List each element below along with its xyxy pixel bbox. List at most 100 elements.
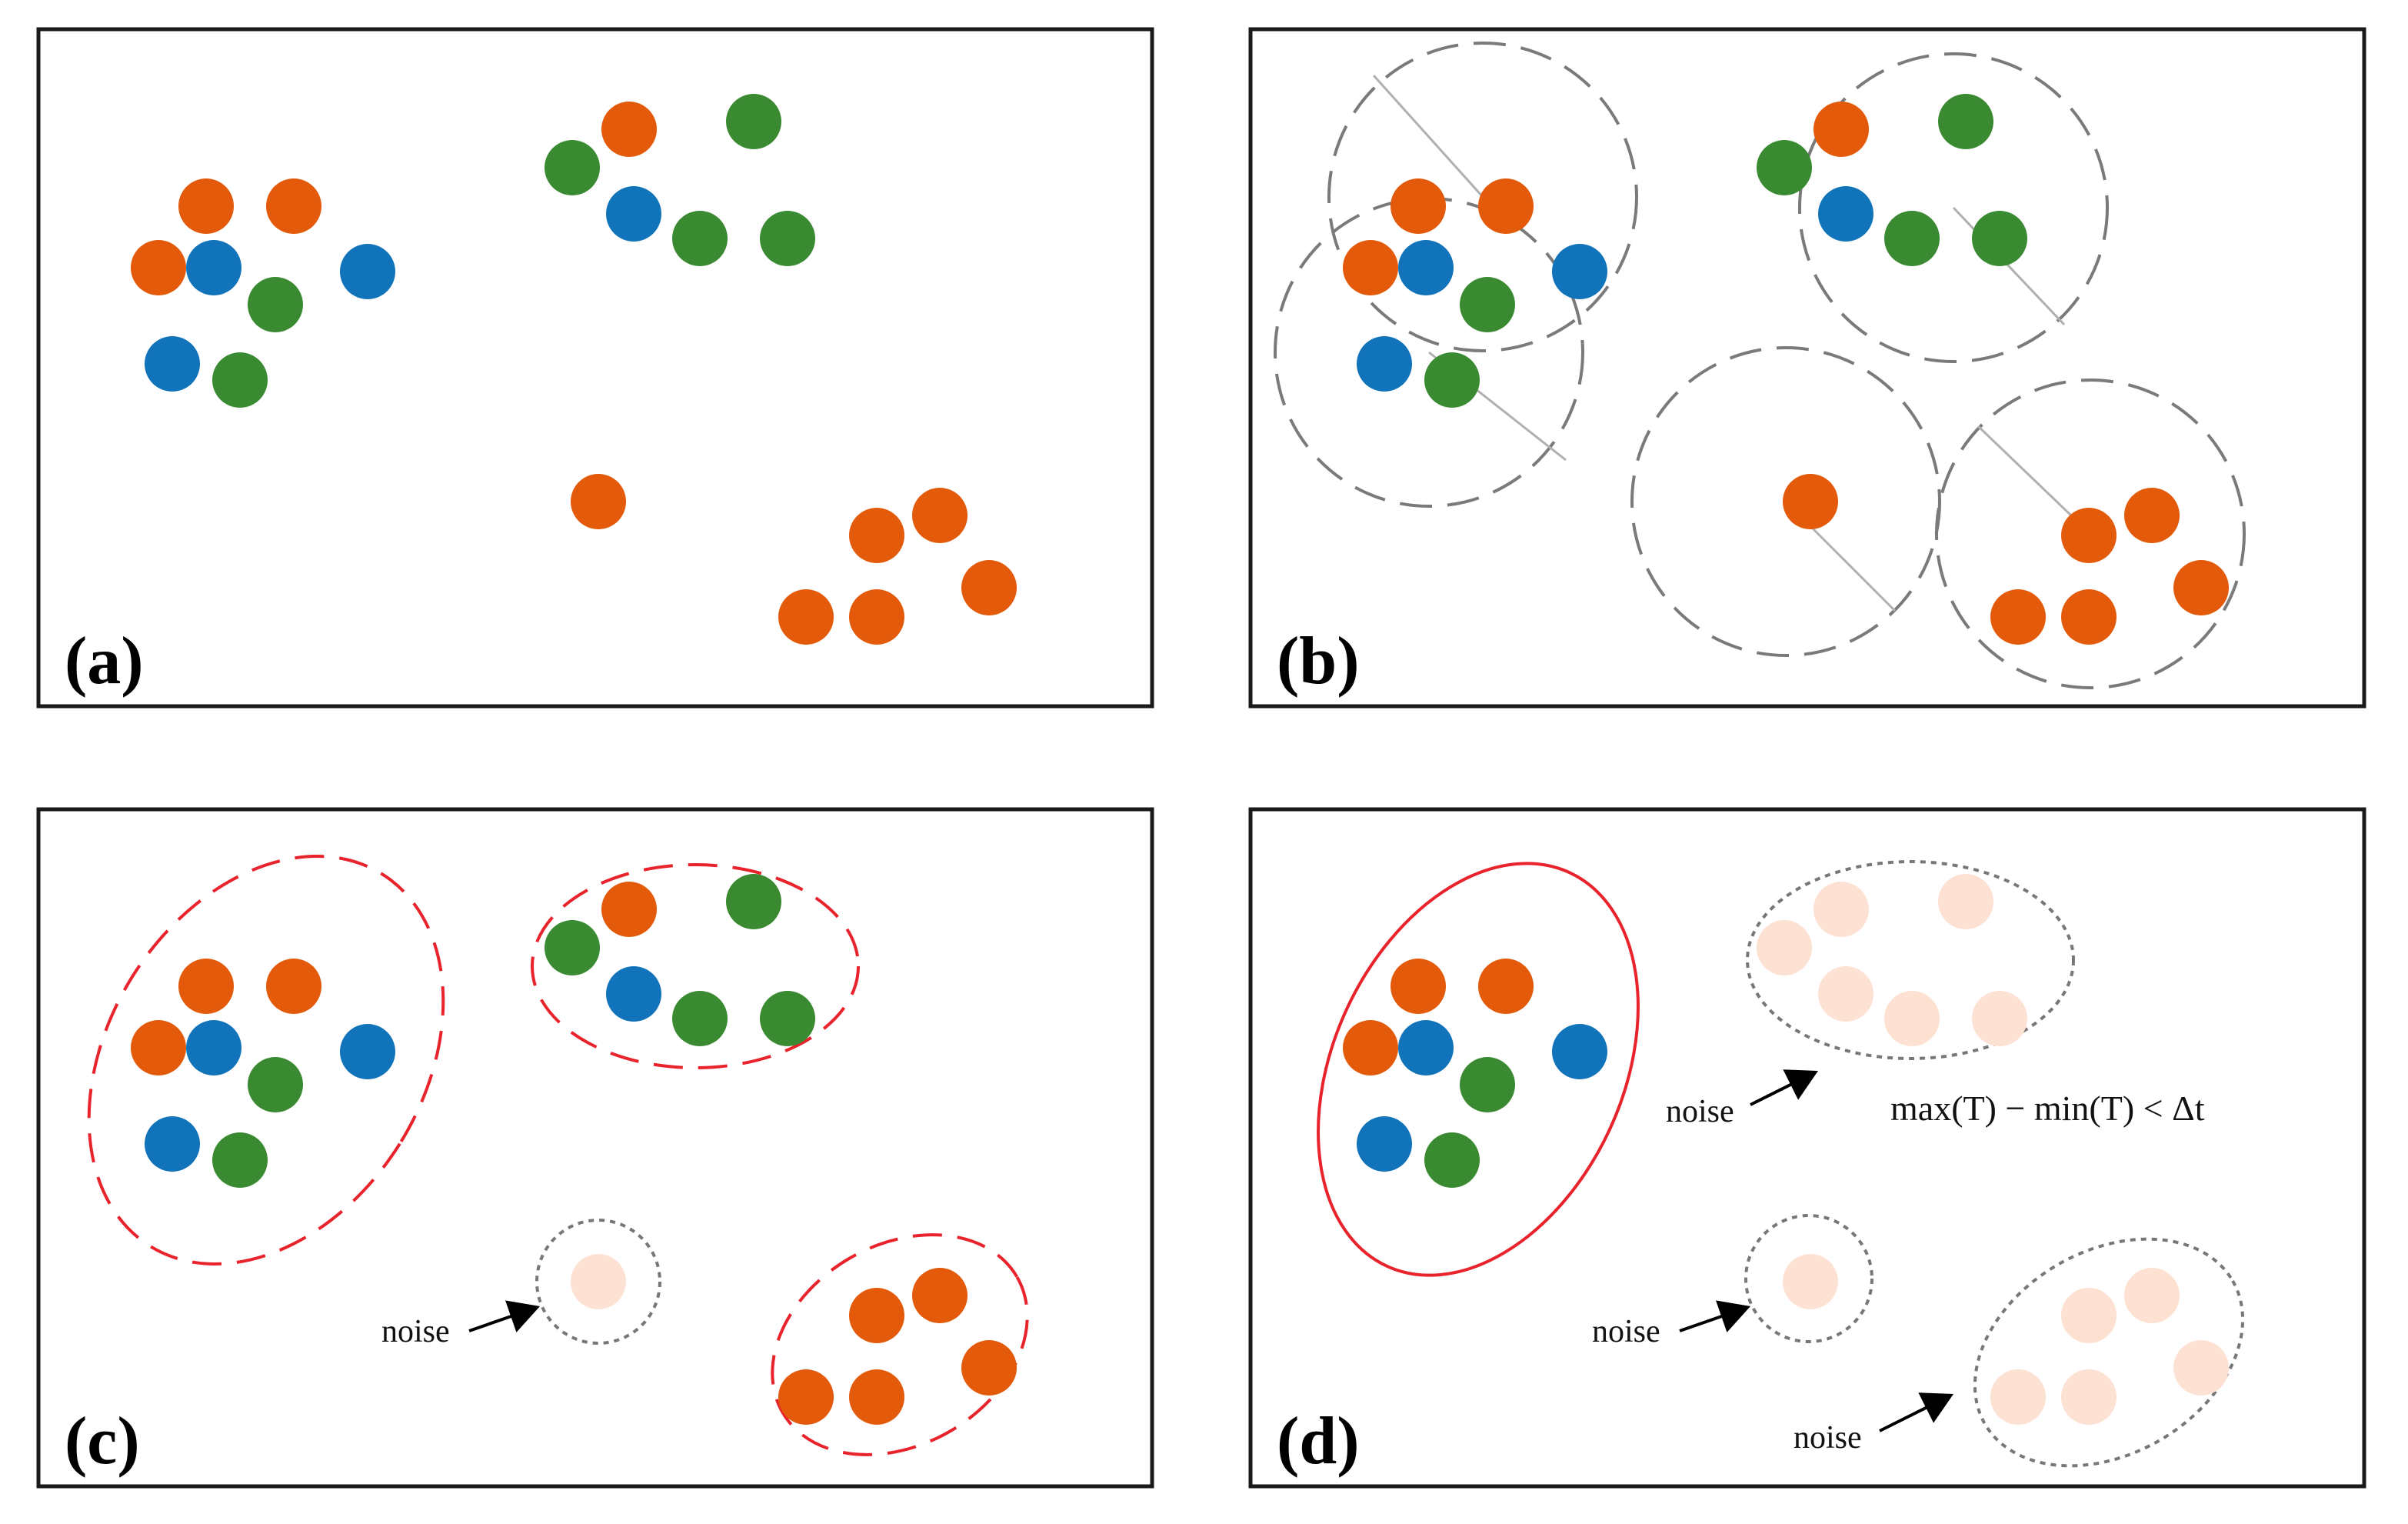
data-point xyxy=(1424,1132,1480,1188)
noise-outline xyxy=(1744,1214,1873,1343)
data-point xyxy=(1424,352,1480,408)
eps-radius-line xyxy=(1952,206,2066,326)
panel-points xyxy=(131,874,1017,1425)
data-point xyxy=(760,211,815,266)
data-point xyxy=(186,1020,241,1075)
noise-arrow xyxy=(468,1312,519,1332)
data-point xyxy=(1398,240,1454,295)
data-point xyxy=(1357,336,1412,392)
data-point xyxy=(778,589,834,645)
data-point xyxy=(961,1340,1017,1396)
data-point xyxy=(1391,178,1446,234)
noise-arrow xyxy=(1679,1312,1730,1332)
data-point xyxy=(2173,560,2229,615)
data-point xyxy=(145,336,200,392)
data-point xyxy=(606,966,661,1022)
noise-point xyxy=(2061,1288,2117,1343)
noise-point xyxy=(1938,874,1993,929)
valid-cluster-outline xyxy=(1317,862,1640,1277)
data-point xyxy=(849,508,904,563)
data-point xyxy=(178,178,234,234)
panel-d: (d) noise noise noise max(T) − min(T) < Δt xyxy=(1248,807,2366,1489)
data-point xyxy=(571,474,626,529)
data-point xyxy=(545,140,600,195)
data-point xyxy=(2061,508,2117,563)
data-point xyxy=(601,882,657,937)
eps-neighborhood-circle xyxy=(1327,42,1638,352)
panel-c: (c) noise xyxy=(36,807,1154,1489)
noise-arrow xyxy=(1879,1402,1934,1432)
eps-neighborhood-circle xyxy=(1935,378,2246,689)
data-point xyxy=(131,1020,186,1075)
cluster-outline xyxy=(771,1233,1029,1456)
noise-label: noise xyxy=(381,1314,450,1349)
eps-neighborhood-circle xyxy=(1630,346,1941,657)
data-point xyxy=(1357,1116,1412,1172)
data-point xyxy=(606,186,661,242)
panel-label: (d) xyxy=(1277,1404,1360,1479)
cluster-outlines xyxy=(1317,860,2245,1468)
panel-b: (b) xyxy=(1248,27,2366,709)
noise-point xyxy=(1990,1369,2046,1425)
data-point xyxy=(340,244,395,299)
data-point xyxy=(726,94,781,149)
panel-label: (a) xyxy=(65,624,144,699)
data-point xyxy=(778,1369,834,1425)
data-point xyxy=(248,277,303,332)
data-point xyxy=(1552,244,1607,299)
data-point xyxy=(1478,959,1534,1014)
data-point xyxy=(1343,240,1398,295)
panel-points xyxy=(1343,94,2229,645)
data-point xyxy=(672,991,728,1046)
data-point xyxy=(1783,474,1838,529)
noise-outline xyxy=(1746,860,2075,1060)
data-point xyxy=(1972,211,2027,266)
noise-point xyxy=(571,1254,626,1309)
noise-point xyxy=(2173,1340,2229,1396)
cluster-outline xyxy=(531,863,860,1069)
data-point xyxy=(1343,1020,1398,1075)
noise-point xyxy=(1884,991,1940,1046)
data-point xyxy=(912,1268,968,1323)
noise-arrowhead xyxy=(505,1300,540,1332)
noise-label: noise xyxy=(1592,1314,1660,1349)
eps-radius-line xyxy=(1372,74,1484,198)
panel-label: (c) xyxy=(65,1404,140,1479)
noise-arrowhead xyxy=(1918,1392,1953,1423)
noise-outline xyxy=(1973,1237,2245,1468)
eps-neighborhood-circle xyxy=(1798,52,2109,363)
data-point xyxy=(212,1132,268,1188)
data-point xyxy=(726,874,781,929)
noise-arrowhead xyxy=(1783,1069,1818,1100)
noise-point xyxy=(1783,1254,1838,1309)
noise-arrow xyxy=(1750,1079,1799,1106)
noise-label: noise xyxy=(1666,1094,1734,1129)
data-point xyxy=(340,1024,395,1079)
panel-points xyxy=(131,94,1017,645)
noise-arrowhead xyxy=(1715,1300,1750,1332)
data-point xyxy=(1460,277,1515,332)
data-point xyxy=(266,959,321,1014)
data-point xyxy=(961,560,1017,615)
data-point xyxy=(545,920,600,975)
noise-point xyxy=(1813,882,1869,937)
data-point xyxy=(186,240,241,295)
data-point xyxy=(1460,1057,1515,1112)
data-point xyxy=(1990,589,2046,645)
data-point xyxy=(212,352,268,408)
noise-point xyxy=(2124,1268,2180,1323)
data-point xyxy=(248,1057,303,1112)
data-point xyxy=(912,488,968,543)
data-point xyxy=(1398,1020,1454,1075)
time-constraint-formula: max(T) − min(T) < Δt xyxy=(1890,1089,2205,1128)
noise-label: noise xyxy=(1794,1420,1862,1456)
panel-label: (b) xyxy=(1277,624,1360,699)
data-point xyxy=(1757,140,1812,195)
data-point xyxy=(145,1116,200,1172)
data-point xyxy=(1813,102,1869,157)
data-point xyxy=(1884,211,1940,266)
data-point xyxy=(1938,94,1993,149)
data-point xyxy=(2124,488,2180,543)
noise-point xyxy=(1818,966,1873,1022)
